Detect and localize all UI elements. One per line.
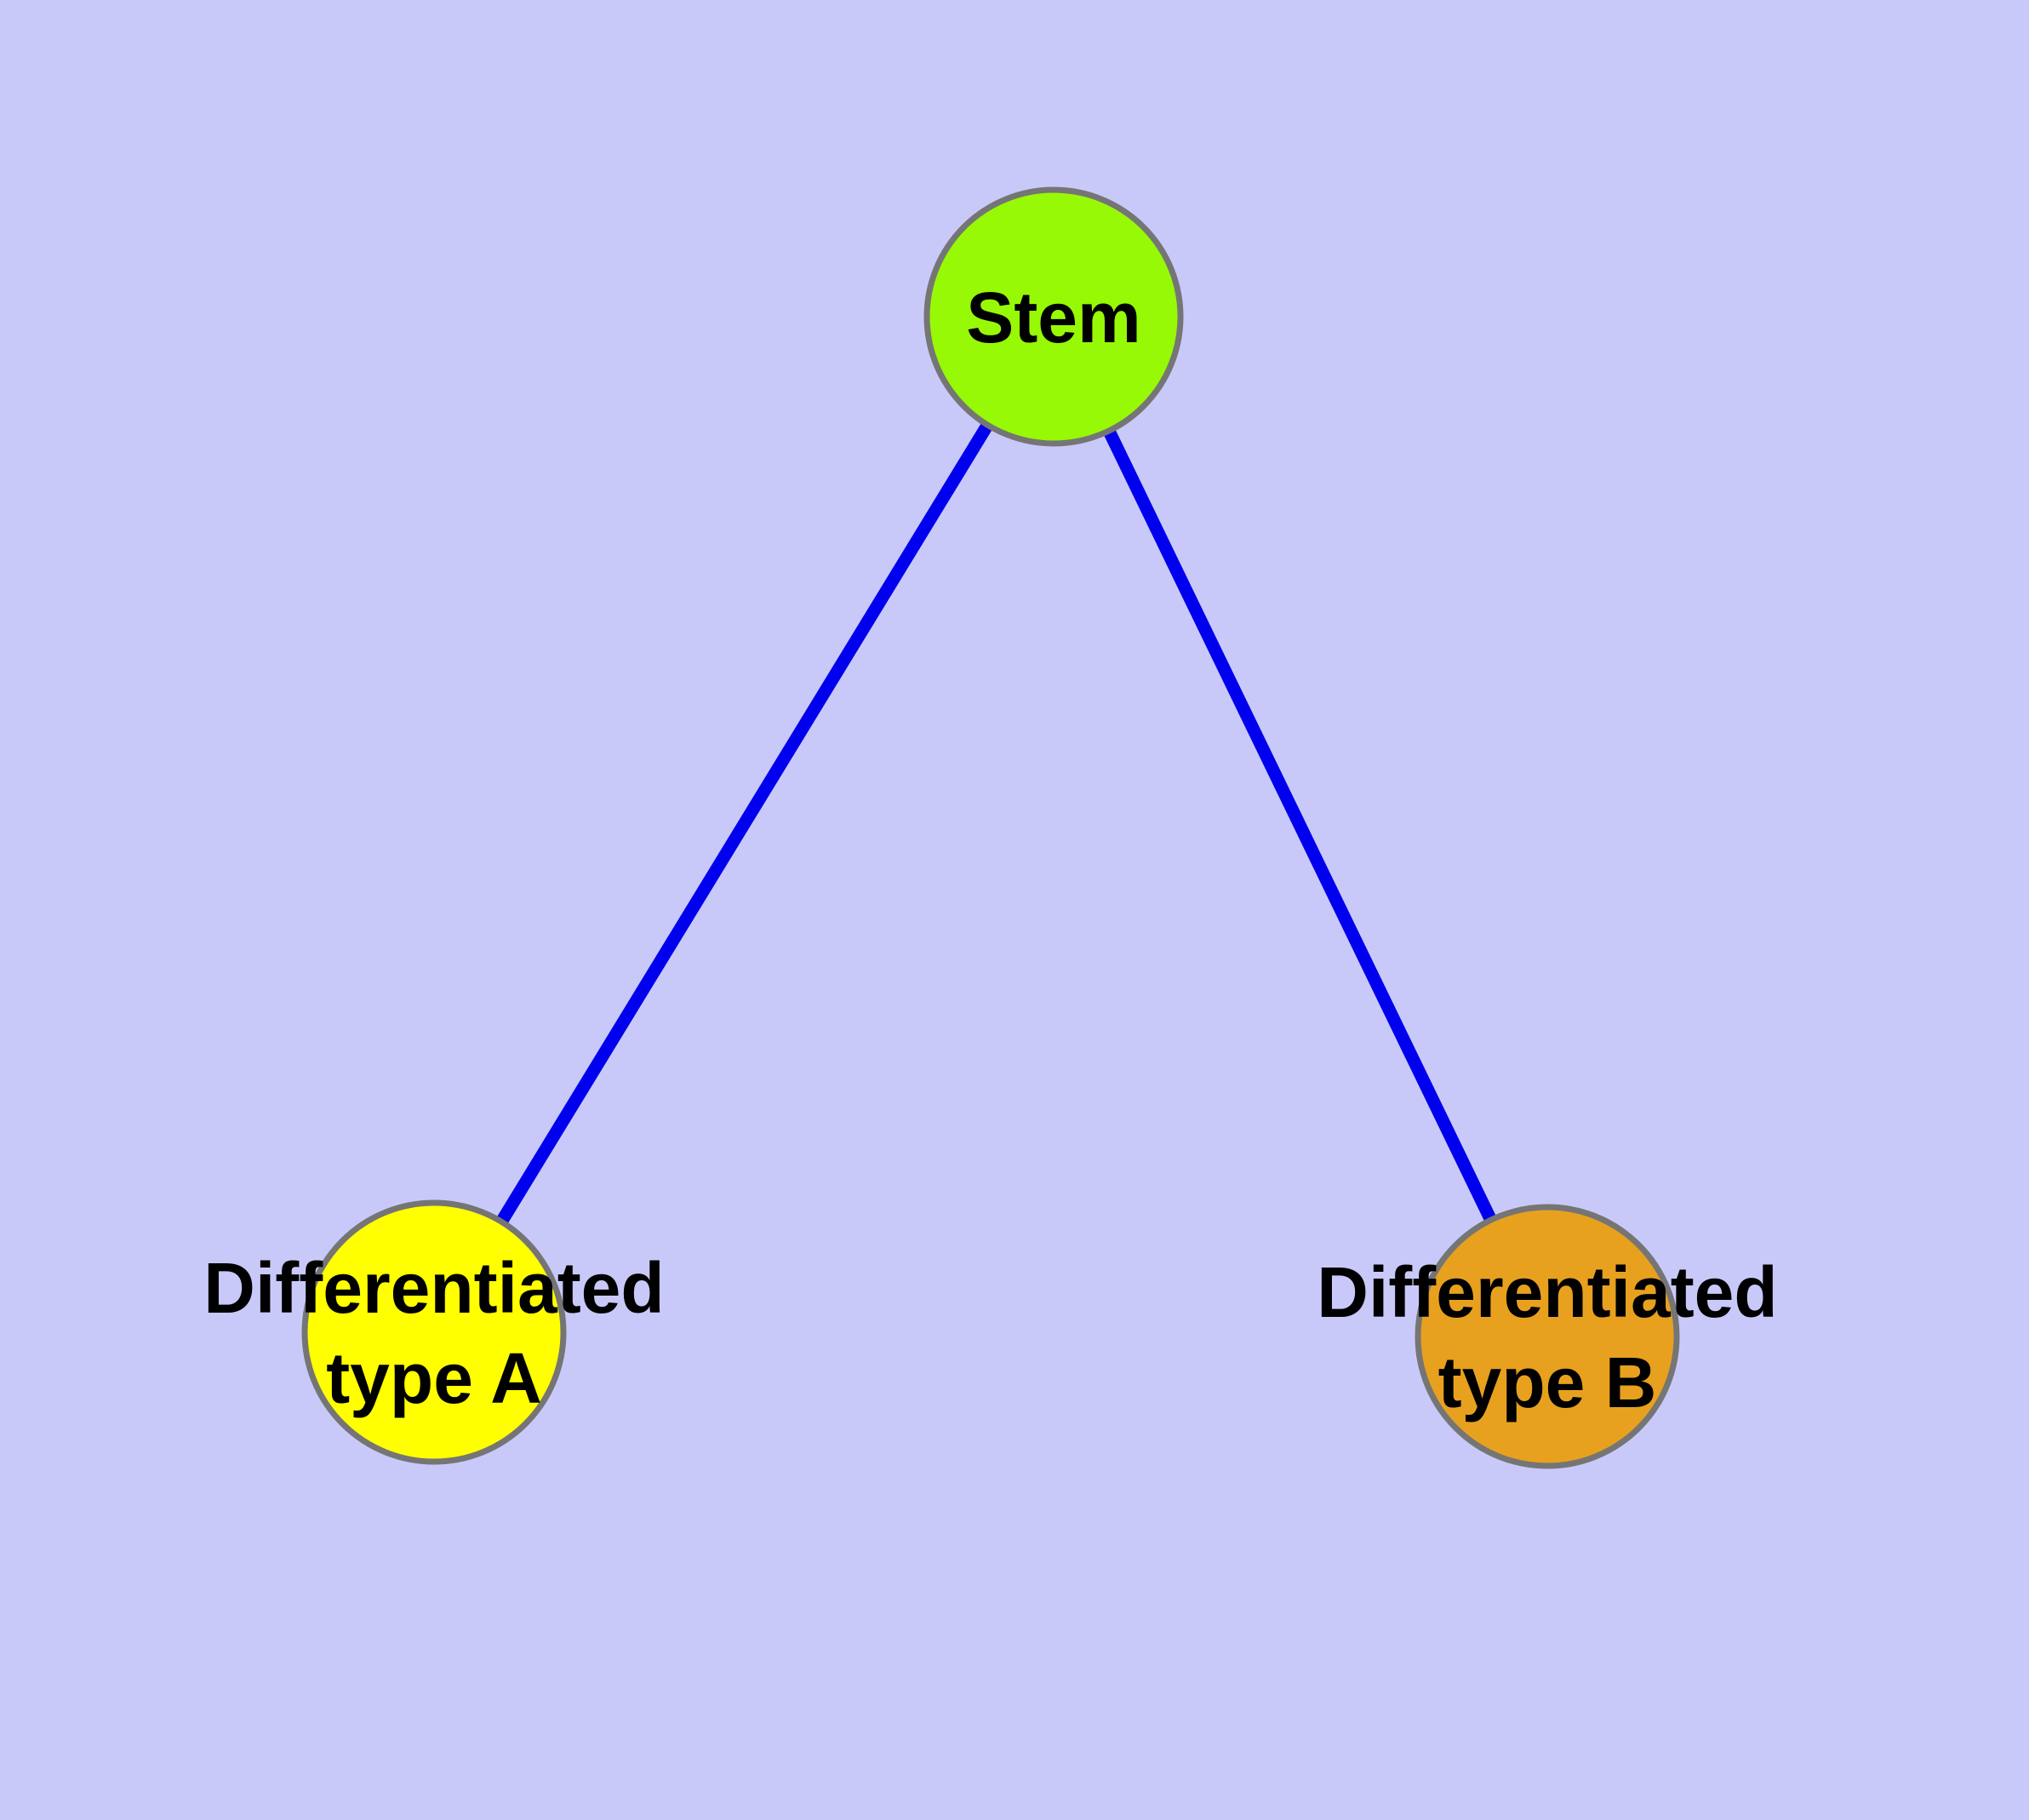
stem-node-label: Stem bbox=[966, 278, 1140, 358]
type-b-node-label-line1: Differentiated bbox=[1317, 1252, 1777, 1332]
type-a-node-label-line1: Differentiated bbox=[203, 1248, 664, 1328]
type-b-node-label-line2: type B bbox=[1438, 1342, 1657, 1422]
edge-stem-to-type-b bbox=[1048, 313, 1553, 1340]
edge-stem-to-type-a bbox=[428, 313, 1060, 1336]
stem-node bbox=[923, 186, 1184, 447]
type-a-node-label-line2: type A bbox=[326, 1338, 542, 1418]
type-a-node bbox=[301, 1199, 567, 1465]
type-b-node bbox=[1415, 1204, 1680, 1469]
